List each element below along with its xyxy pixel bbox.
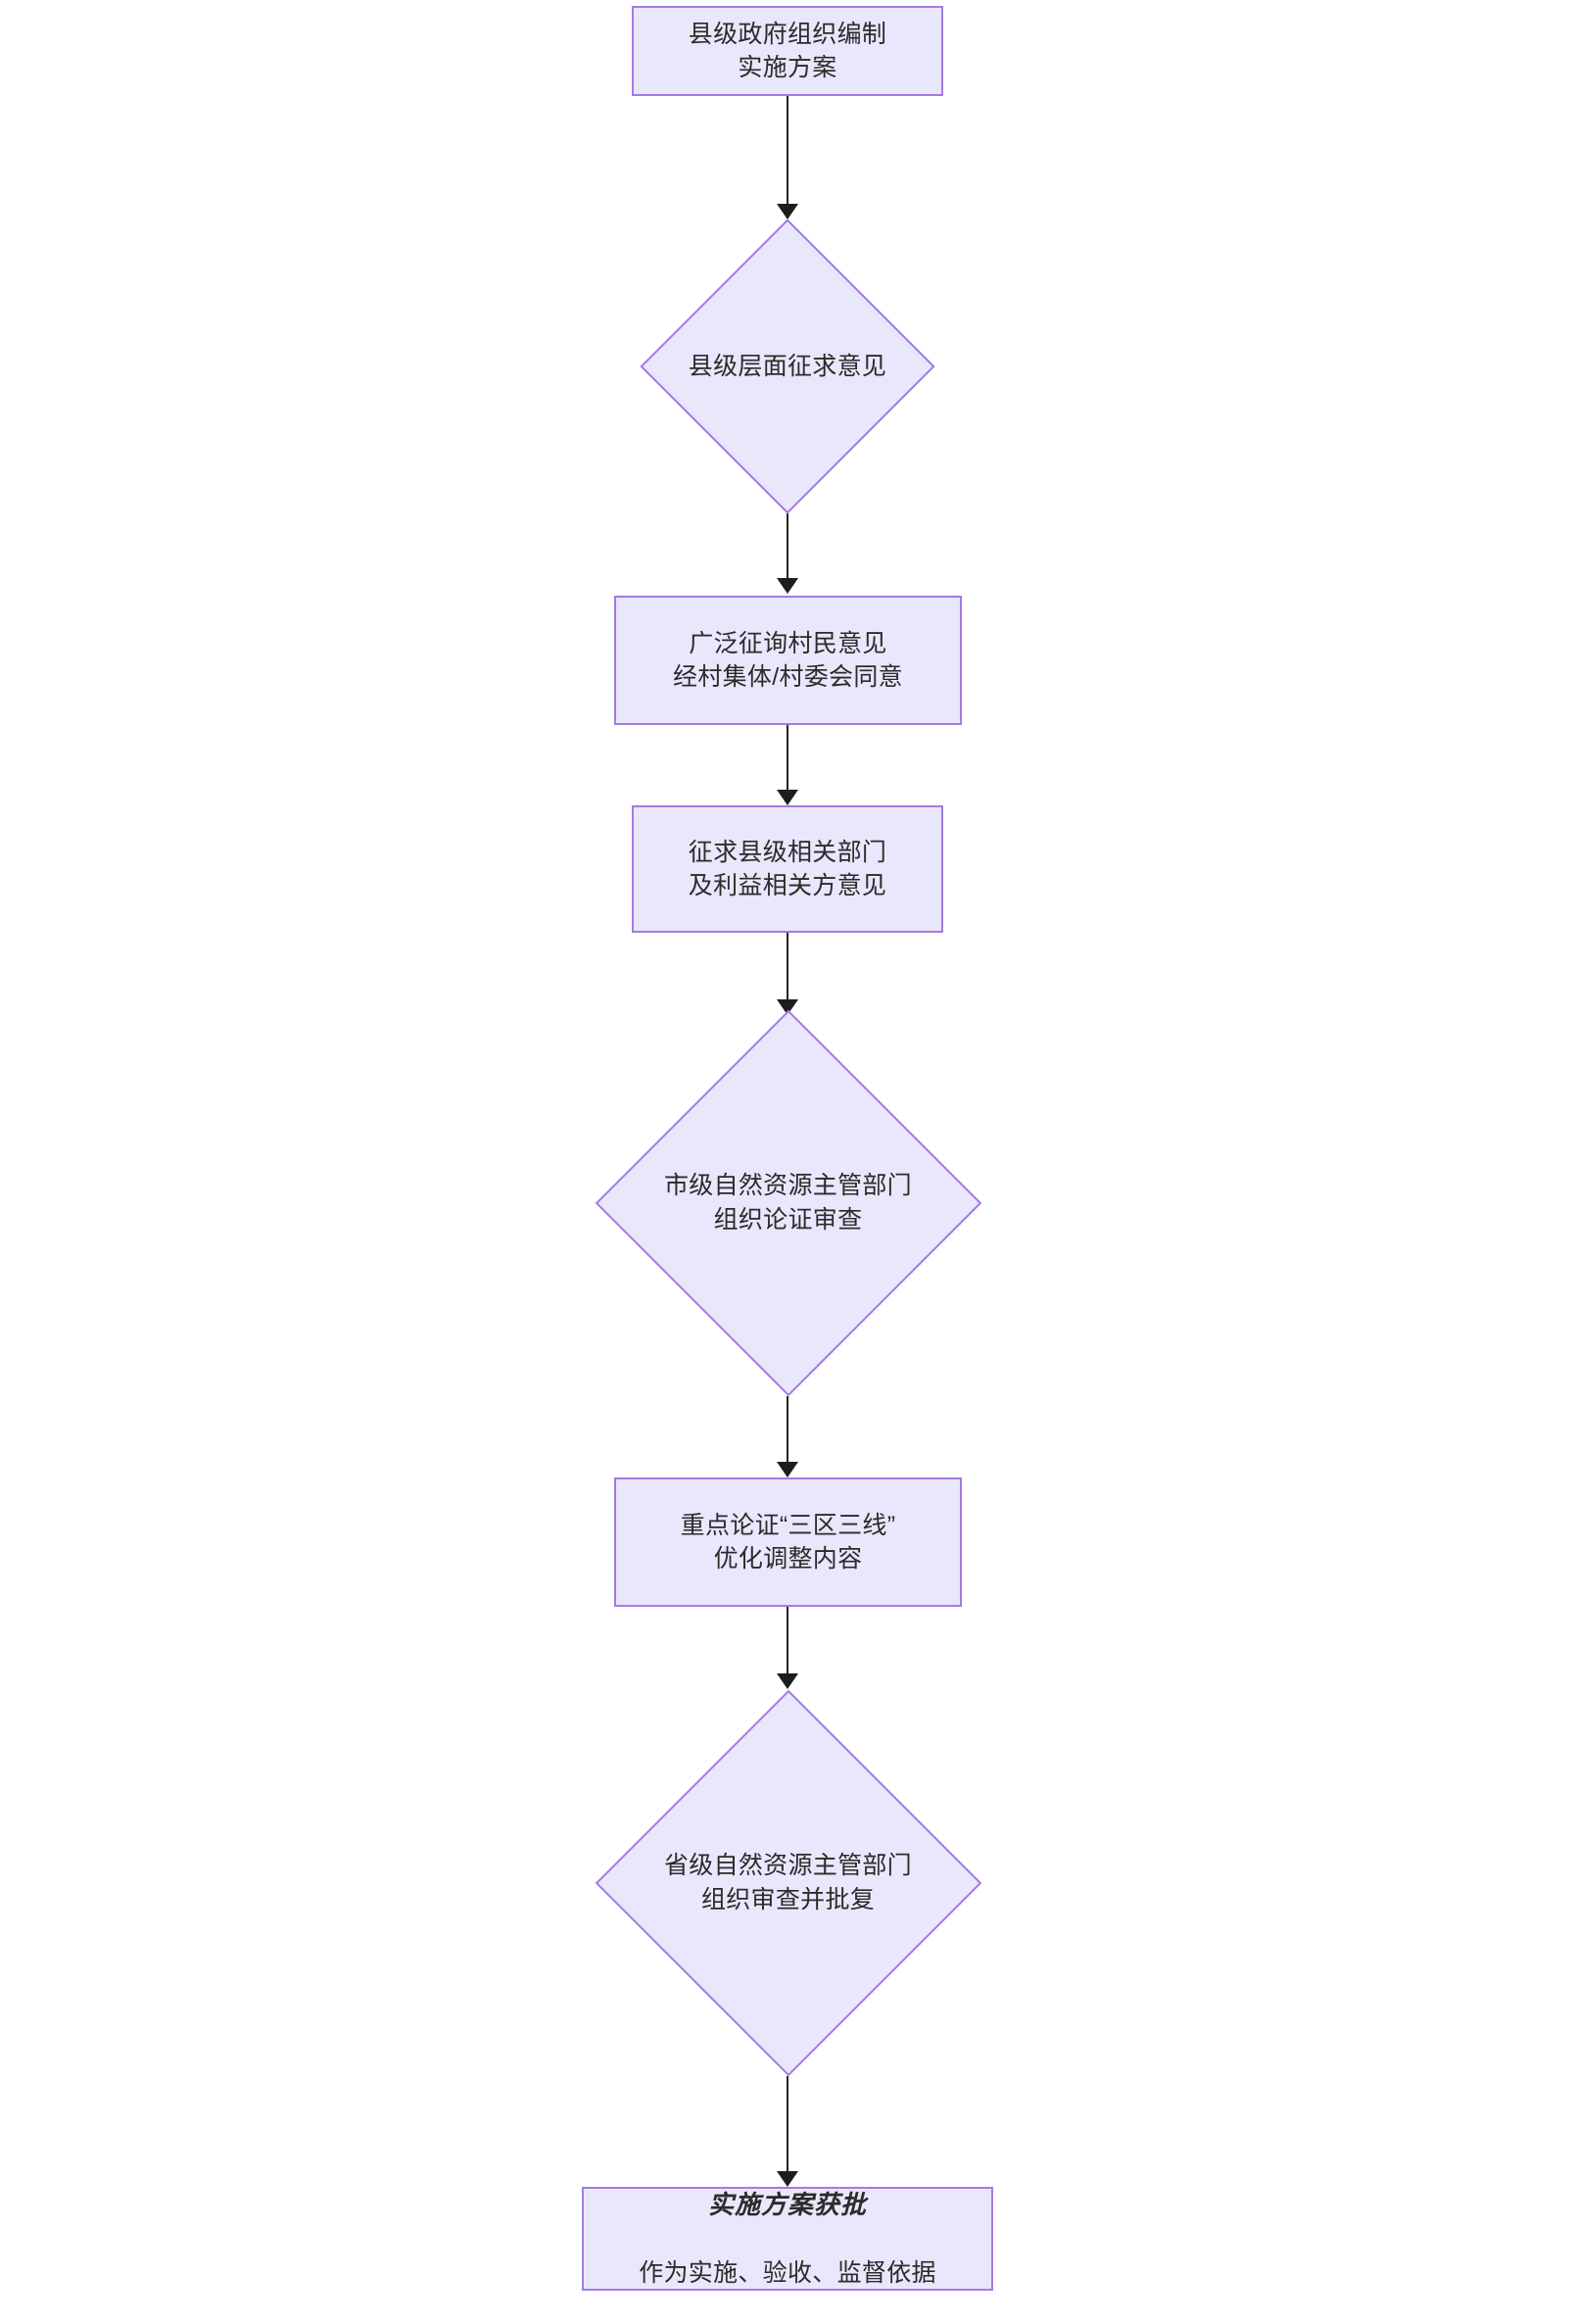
edge-line [787,96,788,206]
node-n8-subtitle: 作为实施、验收、监督依据 [639,2258,936,2287]
node-n4-label: 征求县级相关部门 及利益相关方意见 [688,838,887,900]
node-n2-label: 县级层面征求意见 [688,352,887,380]
arrowhead-icon [777,1462,798,1477]
edge-line [787,1396,788,1464]
node-n1-label: 县级政府组织编制 实施方案 [688,20,887,82]
node-n7[interactable]: 省级自然资源主管部门 组织审查并批复 [595,1689,981,2076]
node-n2[interactable]: 县级层面征求意见 [640,218,935,514]
node-n6[interactable]: 重点论证“三区三线” 优化调整内容 [614,1477,962,1607]
node-n8-title: 实施方案获批 [707,2189,867,2219]
node-n5-label: 市级自然资源主管部门 组织论证审查 [663,1172,912,1234]
node-n8-label: 实施方案获批 作为实施、验收、监督依据 [639,2154,936,2324]
edge-line [787,725,788,792]
arrowhead-icon [777,999,798,1015]
node-n8[interactable]: 实施方案获批 作为实施、验收、监督依据 [582,2187,993,2291]
edge-line [787,1607,788,1675]
node-n4[interactable]: 征求县级相关部门 及利益相关方意见 [632,805,943,933]
edge-line [787,513,788,580]
node-n7-label: 省级自然资源主管部门 组织审查并批复 [663,1852,912,1913]
node-n1[interactable]: 县级政府组织编制 实施方案 [632,6,943,96]
arrowhead-icon [777,204,798,219]
edge-line [787,933,788,1001]
arrowhead-icon [777,1673,798,1689]
node-n5[interactable]: 市级自然资源主管部门 组织论证审查 [595,1009,981,1396]
arrowhead-icon [777,578,798,594]
node-n3[interactable]: 广泛征询村民意见 经村集体/村委会同意 [614,596,962,725]
edge-line [787,2076,788,2173]
arrowhead-icon [777,2171,798,2187]
node-n6-label: 重点论证“三区三线” 优化调整内容 [680,1511,896,1574]
node-n3-label: 广泛征询村民意见 经村集体/村委会同意 [673,629,903,692]
arrowhead-icon [777,790,798,805]
